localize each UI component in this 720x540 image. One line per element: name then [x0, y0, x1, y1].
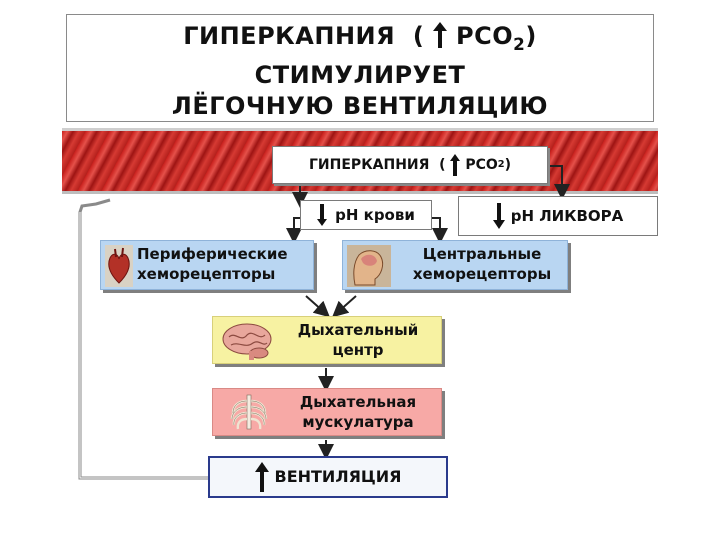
arrow-peripheral-to-center [305, 295, 330, 318]
ph-blood-box: pH крови [300, 200, 432, 230]
hypercapnia-label: ГИПЕРКАПНИЯ [309, 157, 430, 173]
arrow-up-icon [254, 462, 269, 492]
arrow-down-icon [492, 203, 505, 229]
title-pco2-sub: 2 [513, 33, 526, 54]
heart-icon [105, 245, 133, 287]
central-chemoreceptors-box: Центральные хеморецепторы [342, 240, 568, 290]
central-line-1: Центральные [422, 245, 542, 263]
arrow-central-to-center [332, 295, 357, 318]
title-hypercapnia: ГИПЕРКАПНИЯ [183, 22, 396, 50]
arrow-hyper-to-ph-liquor [548, 165, 570, 200]
arrow-down-icon [317, 204, 328, 226]
center-line-2: центр [332, 341, 384, 359]
ventilation-label: ВЕНТИЛЯЦИЯ [274, 467, 402, 486]
title-box: ГИПЕРКАПНИЯ ( PCO2) СТИМУЛИРУЕТ ЛЁГОЧНУЮ… [66, 14, 654, 122]
hypercapnia-paren-close: ) [504, 157, 511, 173]
brain-icon [222, 323, 272, 360]
title-line-1: ГИПЕРКАПНИЯ ( PCO2) [67, 21, 653, 60]
peripheral-line-2: хеморецепторы [137, 265, 276, 283]
hypercapnia-paren-open: ( [439, 157, 446, 173]
peripheral-line-1: Периферические [137, 245, 288, 263]
peripheral-chemoreceptors-box: Периферические хеморецепторы [100, 240, 314, 290]
title-pco2: PCO [456, 22, 514, 50]
muscles-line-2: мускулатура [302, 413, 414, 431]
arrow-up-icon [433, 22, 448, 48]
respiratory-center-box: Дыхательный центр [212, 316, 442, 364]
title-line-2: СТИМУЛИРУЕТ [254, 60, 466, 89]
head-icon [347, 245, 391, 287]
ventilation-box: ВЕНТИЛЯЦИЯ [208, 456, 448, 498]
ph-liquor-box: pH ЛИКВОРА [458, 196, 658, 236]
arrow-up-icon [450, 154, 461, 176]
title-line-3: ЛЁГОЧНУЮ ВЕНТИЛЯЦИЮ [171, 91, 549, 120]
center-line-1: Дыхательный [297, 321, 419, 339]
title-paren-close: ) [525, 22, 537, 50]
ribcage-icon [230, 394, 268, 430]
ph-liquor-label: pH ЛИКВОРА [510, 207, 624, 225]
title-paren-open: ( [412, 22, 425, 50]
hypercapnia-pco2: PCO [465, 157, 498, 173]
respiratory-muscles-box: Дыхательная мускулатура [212, 388, 442, 436]
ph-blood-label: pH крови [335, 206, 415, 224]
hypercapnia-pco2-sub: 2 [497, 159, 505, 170]
central-line-2: хеморецепторы [412, 265, 552, 283]
arrow-ph-to-peripheral [286, 217, 302, 244]
arrow-ph-to-central [432, 217, 448, 244]
muscles-line-1: Дыхательная [299, 393, 417, 411]
